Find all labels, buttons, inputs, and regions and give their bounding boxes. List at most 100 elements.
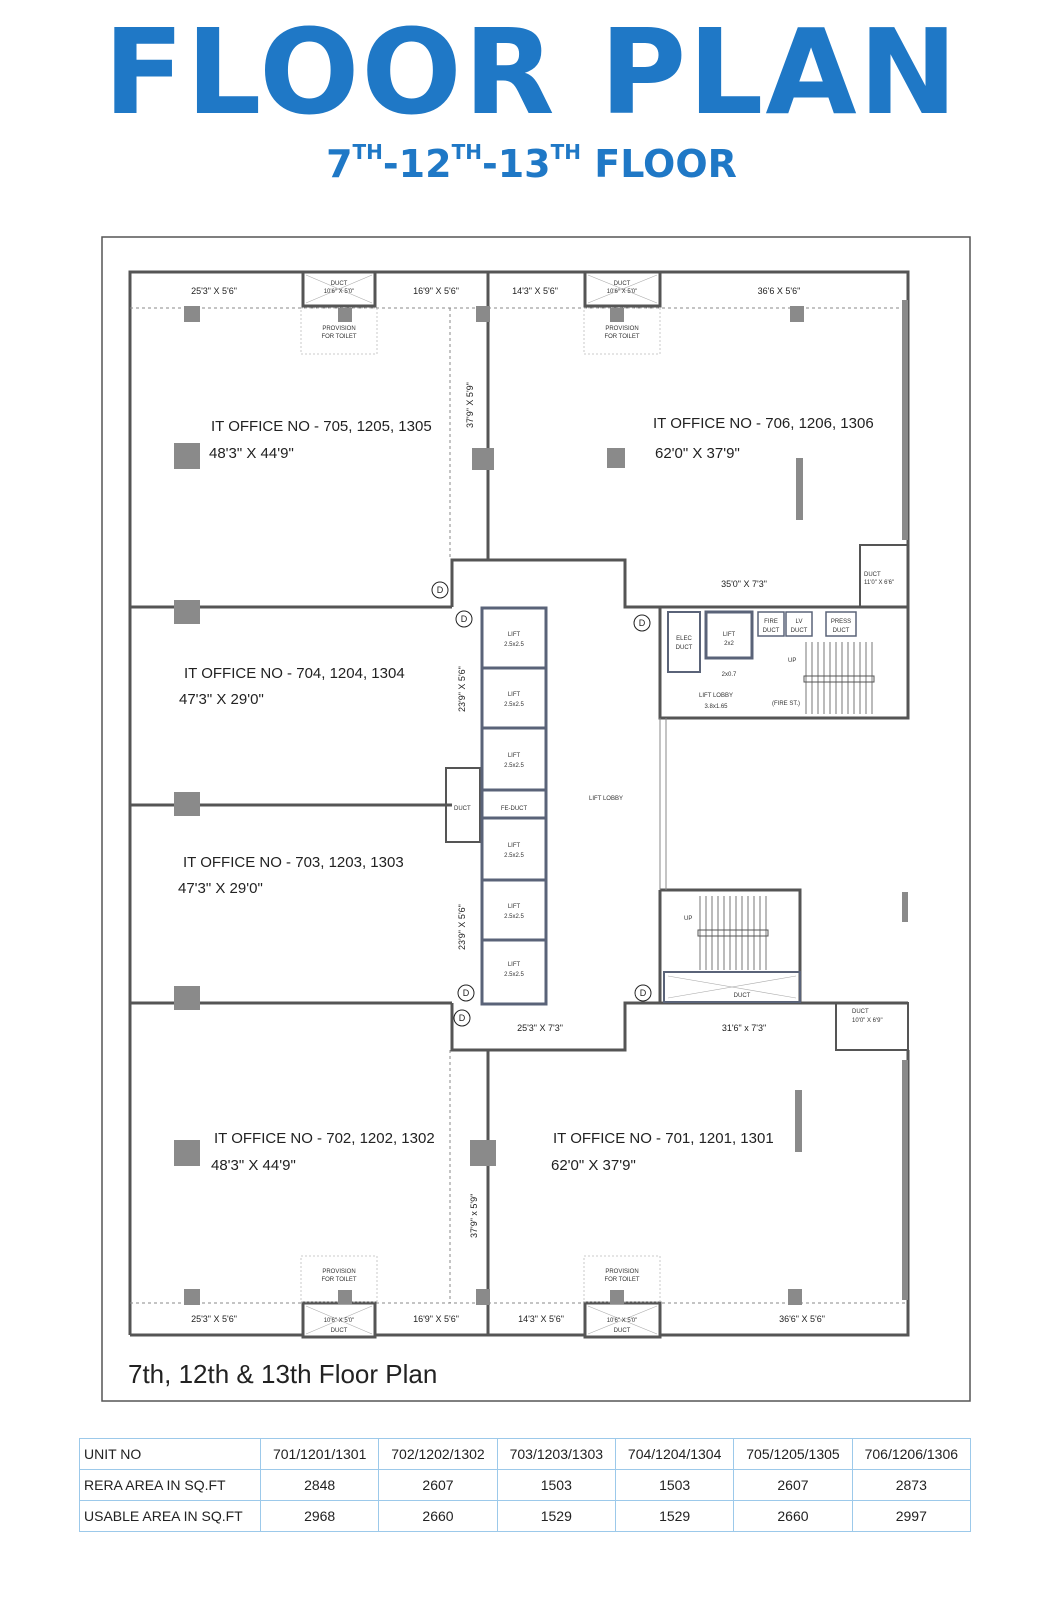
office-703-name: IT OFFICE NO - 703, 1203, 1303 [183,854,404,871]
svg-text:2.5x2.5: 2.5x2.5 [504,972,524,978]
svg-text:LIFT: LIFT [508,843,521,849]
door-markers: D D D D D D [431,581,652,1027]
office-706-name: IT OFFICE NO - 706, 1206, 1306 [653,415,874,432]
office-705-size: 48'3" X 44'9" [209,445,294,462]
table-cell: 2873 [851,1469,972,1501]
svg-text:LIFT: LIFT [508,753,521,759]
svg-text:DUCT: DUCT [331,1328,348,1334]
table-cell: UNIT NO [79,1438,261,1470]
office-702-name: IT OFFICE NO - 702, 1202, 1302 [214,1130,435,1147]
svg-text:LIFT: LIFT [508,962,521,968]
office-703-size: 47'3" X 29'0" [178,880,263,897]
svg-text:DUCT: DUCT [852,1009,869,1015]
service-core-bottom: UP DUCT [663,896,801,1003]
svg-text:PROVISION: PROVISION [605,1269,638,1275]
svg-text:11'0" X 6'6": 11'0" X 6'6" [864,580,894,586]
table-cell: 705/1205/1305 [733,1438,853,1470]
svg-text:2.5x2.5: 2.5x2.5 [504,914,524,920]
svg-text:37'9" x 5'9": 37'9" x 5'9" [469,1194,479,1238]
table-cell: 703/1203/1303 [496,1438,616,1470]
svg-text:FIRE: FIRE [764,619,778,625]
svg-text:14'3" X 5'6": 14'3" X 5'6" [512,286,558,296]
svg-text:FOR TOILET: FOR TOILET [604,1277,639,1283]
svg-text:16'9" X 5'6": 16'9" X 5'6" [413,286,459,296]
svg-text:25'3" X 7'3": 25'3" X 7'3" [517,1023,563,1033]
table-cell: 704/1204/1304 [614,1438,735,1470]
thin-lines [130,307,908,1304]
svg-text:14'3" X 5'6": 14'3" X 5'6" [518,1314,564,1324]
svg-text:UP: UP [788,658,796,664]
svg-text:DUCT: DUCT [676,645,693,651]
svg-text:LIFT: LIFT [508,632,521,638]
svg-text:16'9" X 5'6": 16'9" X 5'6" [413,1314,459,1324]
table-cell: 2660 [378,1500,498,1532]
svg-text:DUCT: DUCT [791,628,808,634]
svg-text:UP: UP [684,916,692,922]
table-cell: 2997 [851,1500,972,1532]
area-table: UNIT NO 701/1201/1301 702/1202/1302 703/… [79,1438,972,1532]
corridor-labels: 37'9" X 5'9" 23'9" X 5'6" 23'9" X 5'6" 3… [457,382,767,1238]
plan-caption: 7th, 12th & 13th Floor Plan [128,1359,437,1389]
balcony-labels: 25'3" X 5'6" 16'9" X 5'6" 14'3" X 5'6" 3… [191,286,825,1324]
service-core-top: ELEC DUCT LIFT 2x2 2x0.7 FIRE DUCT LV DU… [667,610,875,714]
table-cell: 701/1201/1301 [259,1438,380,1470]
svg-text:LIFT: LIFT [508,692,521,698]
svg-text:DUCT: DUCT [833,628,850,634]
office-701-size: 62'0" X 37'9" [551,1157,636,1174]
svg-text:LV: LV [796,619,803,625]
svg-text:25'3" X 5'6": 25'3" X 5'6" [191,286,237,296]
svg-text:LIFT: LIFT [508,904,521,910]
svg-text:10'6" X 5'0": 10'6" X 5'0" [607,289,638,295]
table-header-row: UNIT NO 701/1201/1301 702/1202/1302 703/… [79,1438,972,1470]
svg-text:FOR TOILET: FOR TOILET [604,334,639,340]
svg-text:25'3" X 5'6": 25'3" X 5'6" [191,1314,237,1324]
svg-text:LIFT: LIFT [723,632,736,638]
svg-text:DUCT: DUCT [331,281,348,287]
svg-text:10'0" X 6'9": 10'0" X 6'9" [852,1018,883,1024]
svg-text:2.5x2.5: 2.5x2.5 [504,763,524,769]
table-cell: RERA AREA IN SQ.FT [79,1469,261,1501]
table-cell: 2660 [733,1500,853,1532]
duct-center: DUCT [445,767,481,843]
table-cell: 1529 [614,1500,735,1532]
svg-text:ELEC: ELEC [676,636,692,642]
svg-text:37'9" X 5'9": 37'9" X 5'9" [465,382,475,428]
office-704-size: 47'3" X 29'0" [179,691,264,708]
svg-text:2x2: 2x2 [724,641,734,647]
svg-text:10'6" X 5'0": 10'6" X 5'0" [607,1318,638,1324]
svg-text:DUCT: DUCT [454,806,471,812]
svg-text:D: D [461,614,468,624]
svg-text:2.5x2.5: 2.5x2.5 [504,853,524,859]
table-cell: 702/1202/1302 [378,1438,498,1470]
svg-text:2.5x2.5: 2.5x2.5 [504,702,524,708]
svg-text:10'6" X 5'0": 10'6" X 5'0" [324,1318,355,1324]
table-cell: 1503 [496,1469,616,1501]
office-701-name: IT OFFICE NO - 701, 1201, 1301 [553,1130,774,1147]
svg-text:36'6" X 5'6": 36'6" X 5'6" [779,1314,825,1324]
table-cell: 706/1206/1306 [851,1438,972,1470]
floor-plan-drawing: DUCT 10'6" X 5'0" PROVISION FOR TOILET D… [101,236,971,1402]
table-row: RERA AREA IN SQ.FT 2848 2607 1503 1503 2… [79,1469,972,1501]
svg-text:DUCT: DUCT [614,281,631,287]
svg-text:PROVISION: PROVISION [322,326,355,332]
svg-text:(FIRE ST.): (FIRE ST.) [772,701,800,707]
office-702-size: 48'3" X 44'9" [211,1157,296,1174]
svg-text:10'6" X 5'0": 10'6" X 5'0" [324,289,355,295]
table-cell: 2607 [733,1469,853,1501]
svg-text:35'0" X 7'3": 35'0" X 7'3" [721,579,767,589]
lift-shafts: LIFT 2.5x2.5 LIFT 2.5x2.5 LIFT 2.5x2.5 F… [480,606,548,1006]
svg-text:PROVISION: PROVISION [322,1269,355,1275]
table-row: USABLE AREA IN SQ.FT 2968 2660 1529 1529… [79,1500,972,1532]
table-cell: 2607 [378,1469,498,1501]
svg-text:2.5x2.5: 2.5x2.5 [504,642,524,648]
svg-text:PRESS: PRESS [831,619,851,625]
office-704-name: IT OFFICE NO - 704, 1204, 1304 [184,665,405,682]
svg-text:3.8x1.65: 3.8x1.65 [704,704,728,710]
page-subtitle: 7TH-12TH-13TH FLOOR [326,140,737,186]
svg-text:FE-DUCT: FE-DUCT [501,806,528,812]
svg-text:LIFT LOBBY: LIFT LOBBY [589,796,623,802]
svg-text:23'9" X 5'6": 23'9" X 5'6" [457,904,467,950]
svg-text:DUCT: DUCT [614,1328,631,1334]
svg-text:DUCT: DUCT [864,572,881,578]
svg-text:DUCT: DUCT [763,628,780,634]
